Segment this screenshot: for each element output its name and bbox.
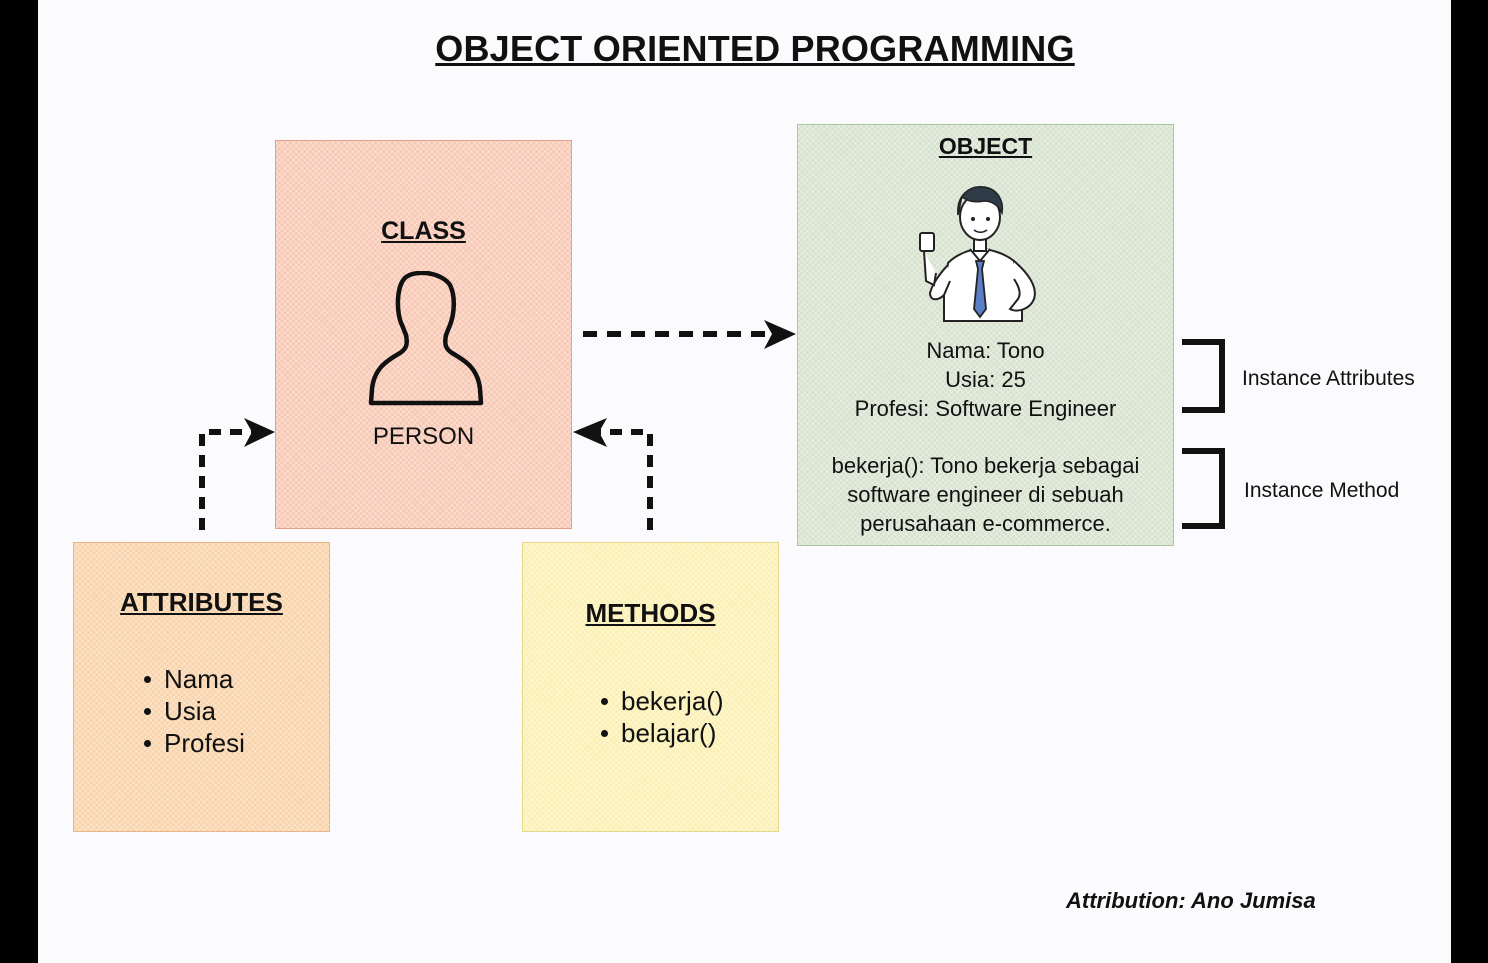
object-method-line: perusahaan e-commerce. — [860, 511, 1111, 536]
object-attribute-nama: Nama: Tono — [926, 338, 1045, 363]
list-item: bekerja() — [599, 685, 724, 717]
attributes-to-class-arrow — [199, 429, 253, 530]
object-header: OBJECT — [938, 133, 1033, 159]
methods-list: bekerja() belajar() — [599, 685, 724, 749]
list-item: Usia — [142, 695, 245, 727]
person-silhouette-icon — [368, 271, 484, 406]
object-method: bekerja(): Tono bekerja sebagai software… — [798, 451, 1173, 538]
list-item: Nama — [142, 663, 245, 695]
methods-box: METHODS bekerja() belajar() — [522, 542, 779, 832]
list-item: Profesi — [142, 727, 245, 759]
class-name-label: PERSON — [372, 423, 475, 450]
methods-to-class-arrow — [598, 429, 653, 530]
object-method-line: software engineer di sebuah — [847, 482, 1124, 507]
arrowhead-icon — [573, 418, 607, 447]
arrowhead-icon — [244, 418, 275, 447]
attributes-box: ATTRIBUTES Nama Usia Profesi — [73, 542, 330, 832]
diagram-canvas: OBJECT ORIENTED PROGRAMMING CLASS PERSON… — [38, 0, 1451, 963]
object-attribute-usia: Usia: 25 — [945, 367, 1026, 392]
instance-method-label: Instance Method — [1244, 479, 1400, 502]
office-worker-illustration — [919, 186, 1036, 322]
attribution-text: Attribution: Ano Jumisa — [1066, 888, 1316, 913]
instance-attributes-bracket — [1182, 339, 1225, 413]
object-attributes: Nama: Tono Usia: 25 Profesi: Software En… — [798, 336, 1173, 423]
arrowhead-icon — [764, 320, 796, 349]
class-header: CLASS — [381, 217, 466, 245]
instance-method-bracket — [1182, 448, 1225, 529]
methods-header: METHODS — [585, 598, 716, 628]
instance-attributes-label: Instance Attributes — [1242, 367, 1415, 390]
list-item: belajar() — [599, 717, 724, 749]
attributes-header: ATTRIBUTES — [120, 587, 283, 617]
object-method-line: bekerja(): Tono bekerja sebagai — [831, 453, 1140, 478]
object-box: OBJECT Nama: Tono — [797, 124, 1174, 546]
page-title: OBJECT ORIENTED PROGRAMMING — [435, 28, 1075, 69]
object-attribute-profesi: Profesi: Software Engineer — [854, 396, 1117, 421]
class-box: CLASS PERSON — [275, 140, 572, 529]
attributes-list: Nama Usia Profesi — [142, 663, 245, 759]
connectors-layer — [199, 320, 1225, 530]
